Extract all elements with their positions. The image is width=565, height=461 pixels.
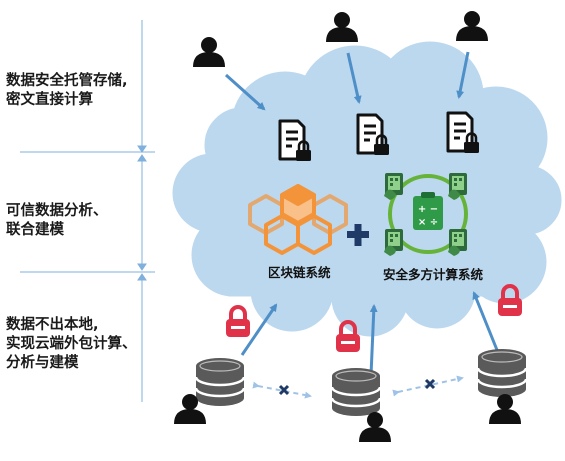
lock-icon bbox=[224, 305, 252, 339]
upload-arrows bbox=[224, 51, 499, 376]
left-label-line: 数据不出本地, bbox=[6, 317, 99, 333]
database-icon bbox=[330, 366, 382, 418]
svg-text:× ÷: × ÷ bbox=[418, 217, 438, 228]
database-icon bbox=[476, 347, 528, 399]
mpc-system-label: 安全多方计算系统 bbox=[383, 267, 484, 282]
mpc-icon: + − × ÷ bbox=[384, 173, 468, 256]
plus-icon bbox=[347, 224, 369, 246]
left-guide bbox=[20, 20, 155, 402]
user-icon bbox=[489, 394, 521, 424]
left-label-analysis: 可信数据分析、 联合建模 bbox=[6, 202, 108, 240]
left-label-line: 实现云端外包计算、 bbox=[6, 336, 137, 352]
svg-text:+ −: + − bbox=[418, 204, 438, 215]
left-label-line: 分析与建模 bbox=[6, 355, 79, 371]
user-icon bbox=[359, 412, 391, 442]
left-label-line: 可信数据分析、 bbox=[6, 203, 108, 219]
user-icon bbox=[456, 11, 488, 41]
blocked-links bbox=[252, 375, 464, 399]
blockchain-icon bbox=[248, 184, 348, 255]
left-label-local: 数据不出本地, 实现云端外包计算、 分析与建模 bbox=[6, 316, 137, 373]
left-label-storage: 数据安全托管存储, 密文直接计算 bbox=[6, 72, 128, 110]
cross-icon bbox=[278, 378, 436, 396]
database-icon bbox=[194, 356, 246, 408]
user-icon bbox=[193, 37, 225, 67]
blockchain-system-label: 区块链系统 bbox=[268, 265, 331, 280]
left-label-line: 联合建模 bbox=[6, 222, 64, 238]
user-icon bbox=[326, 12, 358, 42]
left-label-line: 数据安全托管存储, bbox=[6, 73, 128, 89]
left-label-line: 密文直接计算 bbox=[6, 92, 93, 108]
